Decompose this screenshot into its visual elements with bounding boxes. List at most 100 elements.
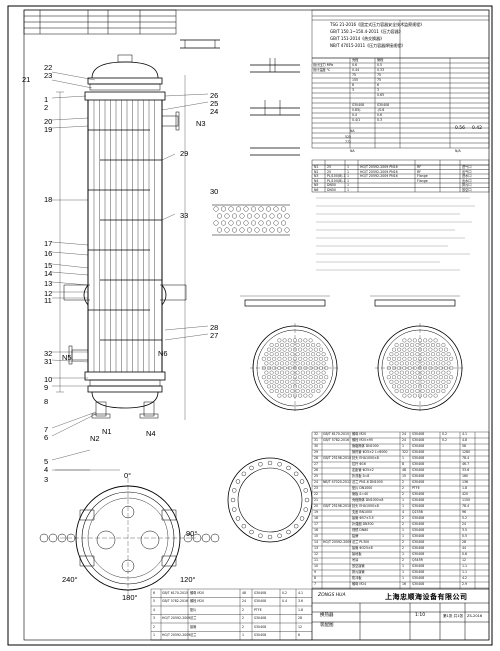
- tube-hole: [303, 347, 308, 352]
- baffle-hole: [213, 220, 219, 226]
- tube-hole: [280, 379, 284, 384]
- bom-cell: 24: [462, 522, 467, 527]
- bom-cell: 1.1: [462, 564, 468, 569]
- nozzle-cell: 出水口: [462, 178, 472, 183]
- callout-label: 3: [44, 475, 49, 484]
- tube-hole: [412, 338, 417, 343]
- tube-hole: [316, 370, 321, 375]
- tube-hole: [261, 356, 266, 361]
- bom-cell: 15: [314, 534, 319, 539]
- nozzle-label-circles: [39, 533, 220, 543]
- bom-cell: S30408: [412, 570, 425, 575]
- tube-hole: [319, 356, 323, 361]
- title-block: [311, 588, 490, 641]
- nozzle-cell: N3: [314, 174, 319, 178]
- callout-label: 6: [44, 433, 49, 442]
- tube-hole: [293, 375, 297, 380]
- tube-hole: [446, 379, 451, 384]
- mid-value: 525: [345, 135, 352, 139]
- tube-hole: [402, 347, 407, 352]
- tube-hole: [295, 361, 300, 366]
- tube-hole: [389, 361, 394, 366]
- tube-hole: [287, 393, 292, 398]
- tube-hole: [438, 356, 443, 361]
- callout-label: 24: [210, 107, 219, 116]
- bom-cell: 1: [402, 564, 405, 569]
- baffle-hole: [247, 227, 252, 233]
- baffle-hole: [269, 227, 275, 233]
- baffle-hole: [254, 227, 260, 233]
- bom-cell: 46.7: [462, 462, 470, 467]
- design-cell: 0.4/1: [352, 118, 361, 122]
- design-cell: 壳程: [352, 58, 359, 62]
- tube-hole: [306, 343, 310, 347]
- bom-cell: HG/T 20592-2009: [323, 540, 352, 545]
- tube-hole: [407, 384, 412, 389]
- bom-cell: 1: [402, 534, 405, 539]
- tube-hole: [397, 347, 402, 352]
- bom-cell: S30408: [412, 444, 425, 449]
- tube-hole: [272, 366, 277, 370]
- design-cell: 设计压力 MPa: [313, 63, 334, 67]
- bom-cell: S30408: [412, 468, 425, 473]
- tube-hole: [319, 366, 323, 370]
- callout-label: 23: [44, 71, 53, 80]
- baffle-hole: [273, 206, 279, 212]
- baffle-hole: [243, 206, 249, 212]
- nozzle-cell: Flange: [417, 174, 428, 178]
- bom-cell: 19: [314, 510, 319, 515]
- design-cell: 0.6: [352, 63, 358, 67]
- design-cell: 75: [377, 73, 382, 77]
- tube-hole: [316, 379, 321, 384]
- bom-cell: 0.2: [442, 438, 448, 443]
- tube-hole: [399, 370, 404, 375]
- nozzle-cell: 1: [347, 178, 350, 183]
- bom-cell: 1: [402, 552, 405, 557]
- design-cell: 155: [352, 78, 359, 82]
- tube-hole: [399, 379, 404, 384]
- tube-hole: [433, 356, 438, 361]
- tube-hole: [410, 389, 415, 393]
- tube-hole: [269, 370, 274, 375]
- tube-hole: [441, 343, 446, 347]
- bom-cell: 48: [402, 468, 407, 473]
- bom-cell: 1: [402, 576, 405, 581]
- bom-cell: 2.9: [462, 582, 468, 587]
- bom-cell: 折流板 δ=8: [352, 474, 370, 479]
- baffle-hole: [254, 213, 260, 219]
- bom-cell: 28: [314, 456, 319, 461]
- bom-cell: 1: [153, 633, 156, 637]
- bom-cell: 24: [314, 480, 319, 485]
- bolt-hole: [232, 488, 237, 493]
- bom-cell: GB/T 5782-2016: [323, 438, 350, 443]
- tube-hole: [420, 352, 425, 357]
- bom-cell: 10: [314, 564, 319, 569]
- tube-hole: [287, 347, 292, 352]
- bom-cell: 1: [402, 498, 405, 503]
- tube-hole: [274, 361, 279, 366]
- nozzle-cell: N4: [314, 178, 319, 183]
- tube-hole: [308, 356, 313, 361]
- callout-label: 31: [44, 357, 53, 366]
- bom-cell: Q235B: [412, 510, 423, 515]
- right-value-2: 0.42: [472, 126, 483, 131]
- tube-hole: [402, 375, 407, 380]
- bolt-hole: [249, 465, 254, 471]
- title-cell-2: 装配图: [320, 623, 334, 628]
- bom-cell: 法兰 PN1.6 DN1000: [352, 480, 383, 485]
- baffle-hole: [224, 227, 230, 233]
- tube-hole: [410, 361, 415, 366]
- tube-hole: [269, 352, 274, 357]
- tube-hole: [441, 352, 446, 357]
- baffle-hole: [266, 206, 271, 212]
- tube-hole: [438, 366, 443, 370]
- tube-hole: [264, 370, 269, 375]
- tube-hole: [269, 343, 274, 347]
- tube-hole: [446, 361, 451, 366]
- tube-hole: [311, 370, 316, 375]
- tube-hole: [410, 370, 415, 375]
- bom-cell: 322: [402, 450, 409, 455]
- design-cell: S30408: [352, 103, 365, 107]
- bom-cell: 补强圈 DN300: [352, 522, 374, 527]
- tube-hole: [389, 352, 394, 357]
